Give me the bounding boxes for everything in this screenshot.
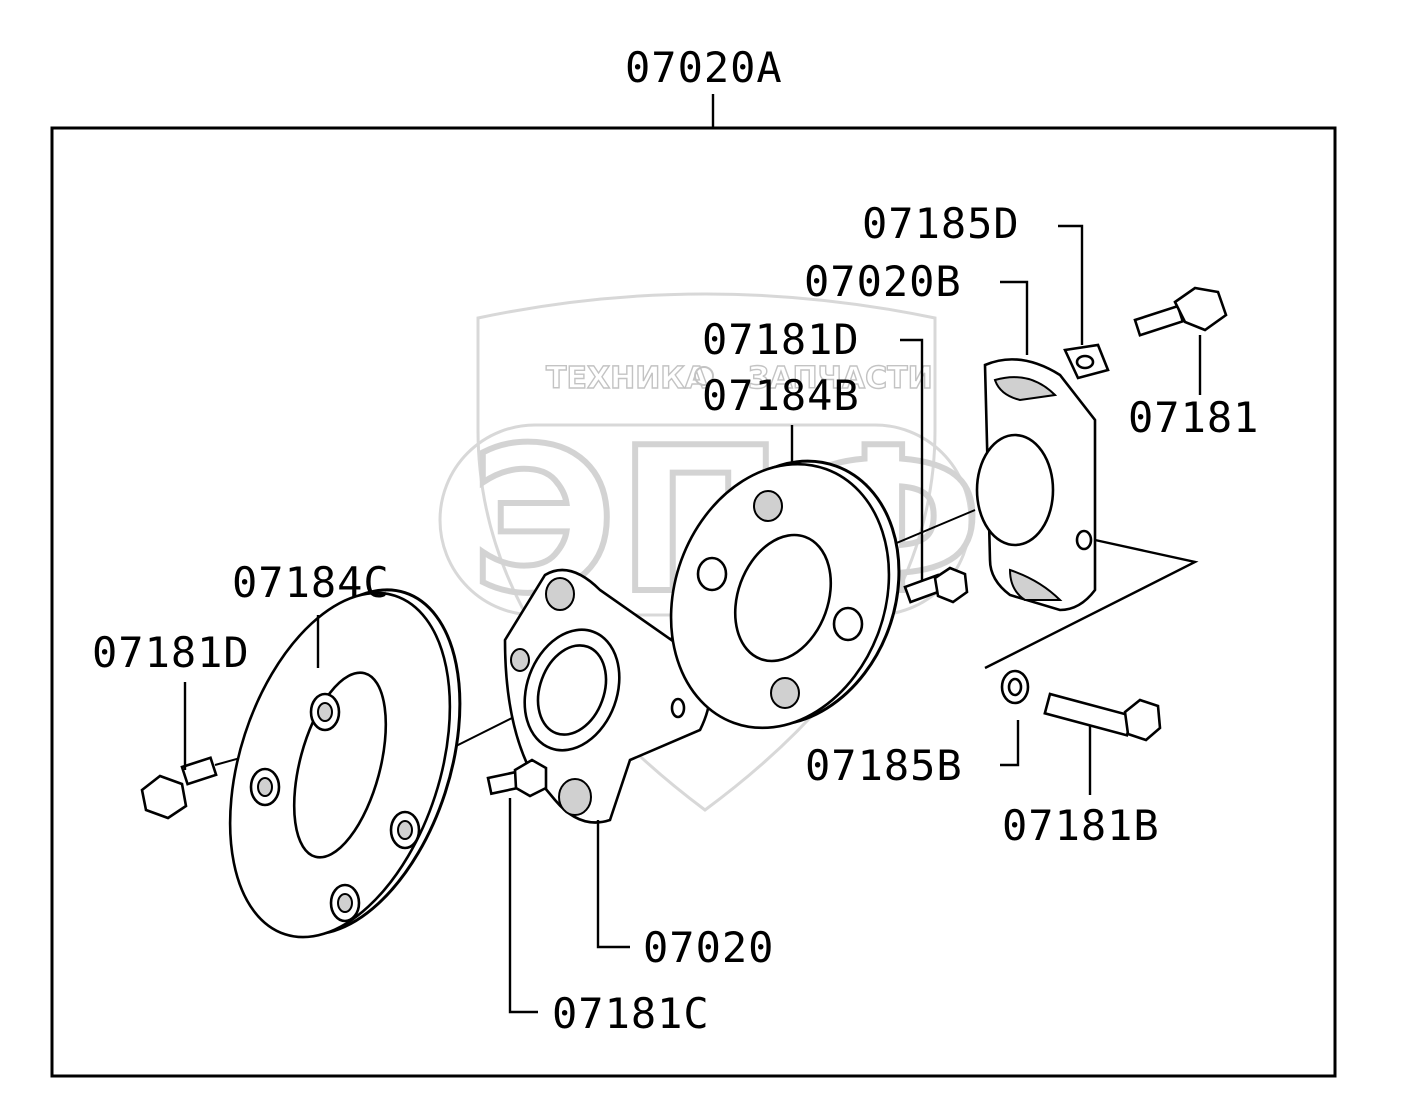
bolt-07181c bbox=[486, 758, 548, 798]
bolt-07181d-left bbox=[140, 756, 218, 820]
flange-disc-07184b bbox=[669, 459, 901, 730]
label-07185d: 07185D bbox=[862, 199, 1020, 248]
label-07020b: 07020B bbox=[804, 257, 962, 306]
label-07184c: 07184C bbox=[232, 558, 390, 607]
watermark-left-word: ТЕХНИКА bbox=[546, 361, 709, 396]
washer-07185d bbox=[1063, 343, 1110, 380]
label-07020: 07020 bbox=[643, 923, 774, 972]
gear-icon bbox=[694, 366, 714, 386]
bracket-connector bbox=[984, 538, 1199, 670]
label-07020a: 07020A bbox=[625, 43, 783, 92]
label-07184b: 07184B bbox=[702, 371, 860, 420]
label-07181d-left: 07181D bbox=[92, 628, 250, 677]
assembly-frame bbox=[50, 126, 1337, 1078]
label-07181c: 07181C bbox=[552, 989, 710, 1038]
label-07181d-top: 07181D bbox=[702, 315, 860, 364]
flange-disc-07184c bbox=[228, 588, 462, 939]
watermark-right-word: ЗАПЧАСТИ bbox=[748, 361, 933, 396]
label-07181b: 07181B bbox=[1002, 801, 1160, 850]
bolt-07181d-top bbox=[903, 566, 969, 604]
washer-07185b bbox=[1000, 669, 1030, 705]
label-07185b: 07185B bbox=[805, 741, 963, 790]
bolt-07181b bbox=[1043, 692, 1162, 742]
bracket-yoke-07020b bbox=[975, 358, 1097, 612]
flange-yoke-07020 bbox=[503, 568, 712, 824]
bolt-07181 bbox=[1133, 286, 1228, 337]
leader-lines bbox=[183, 224, 1202, 1014]
label-07181: 07181 bbox=[1128, 393, 1259, 442]
